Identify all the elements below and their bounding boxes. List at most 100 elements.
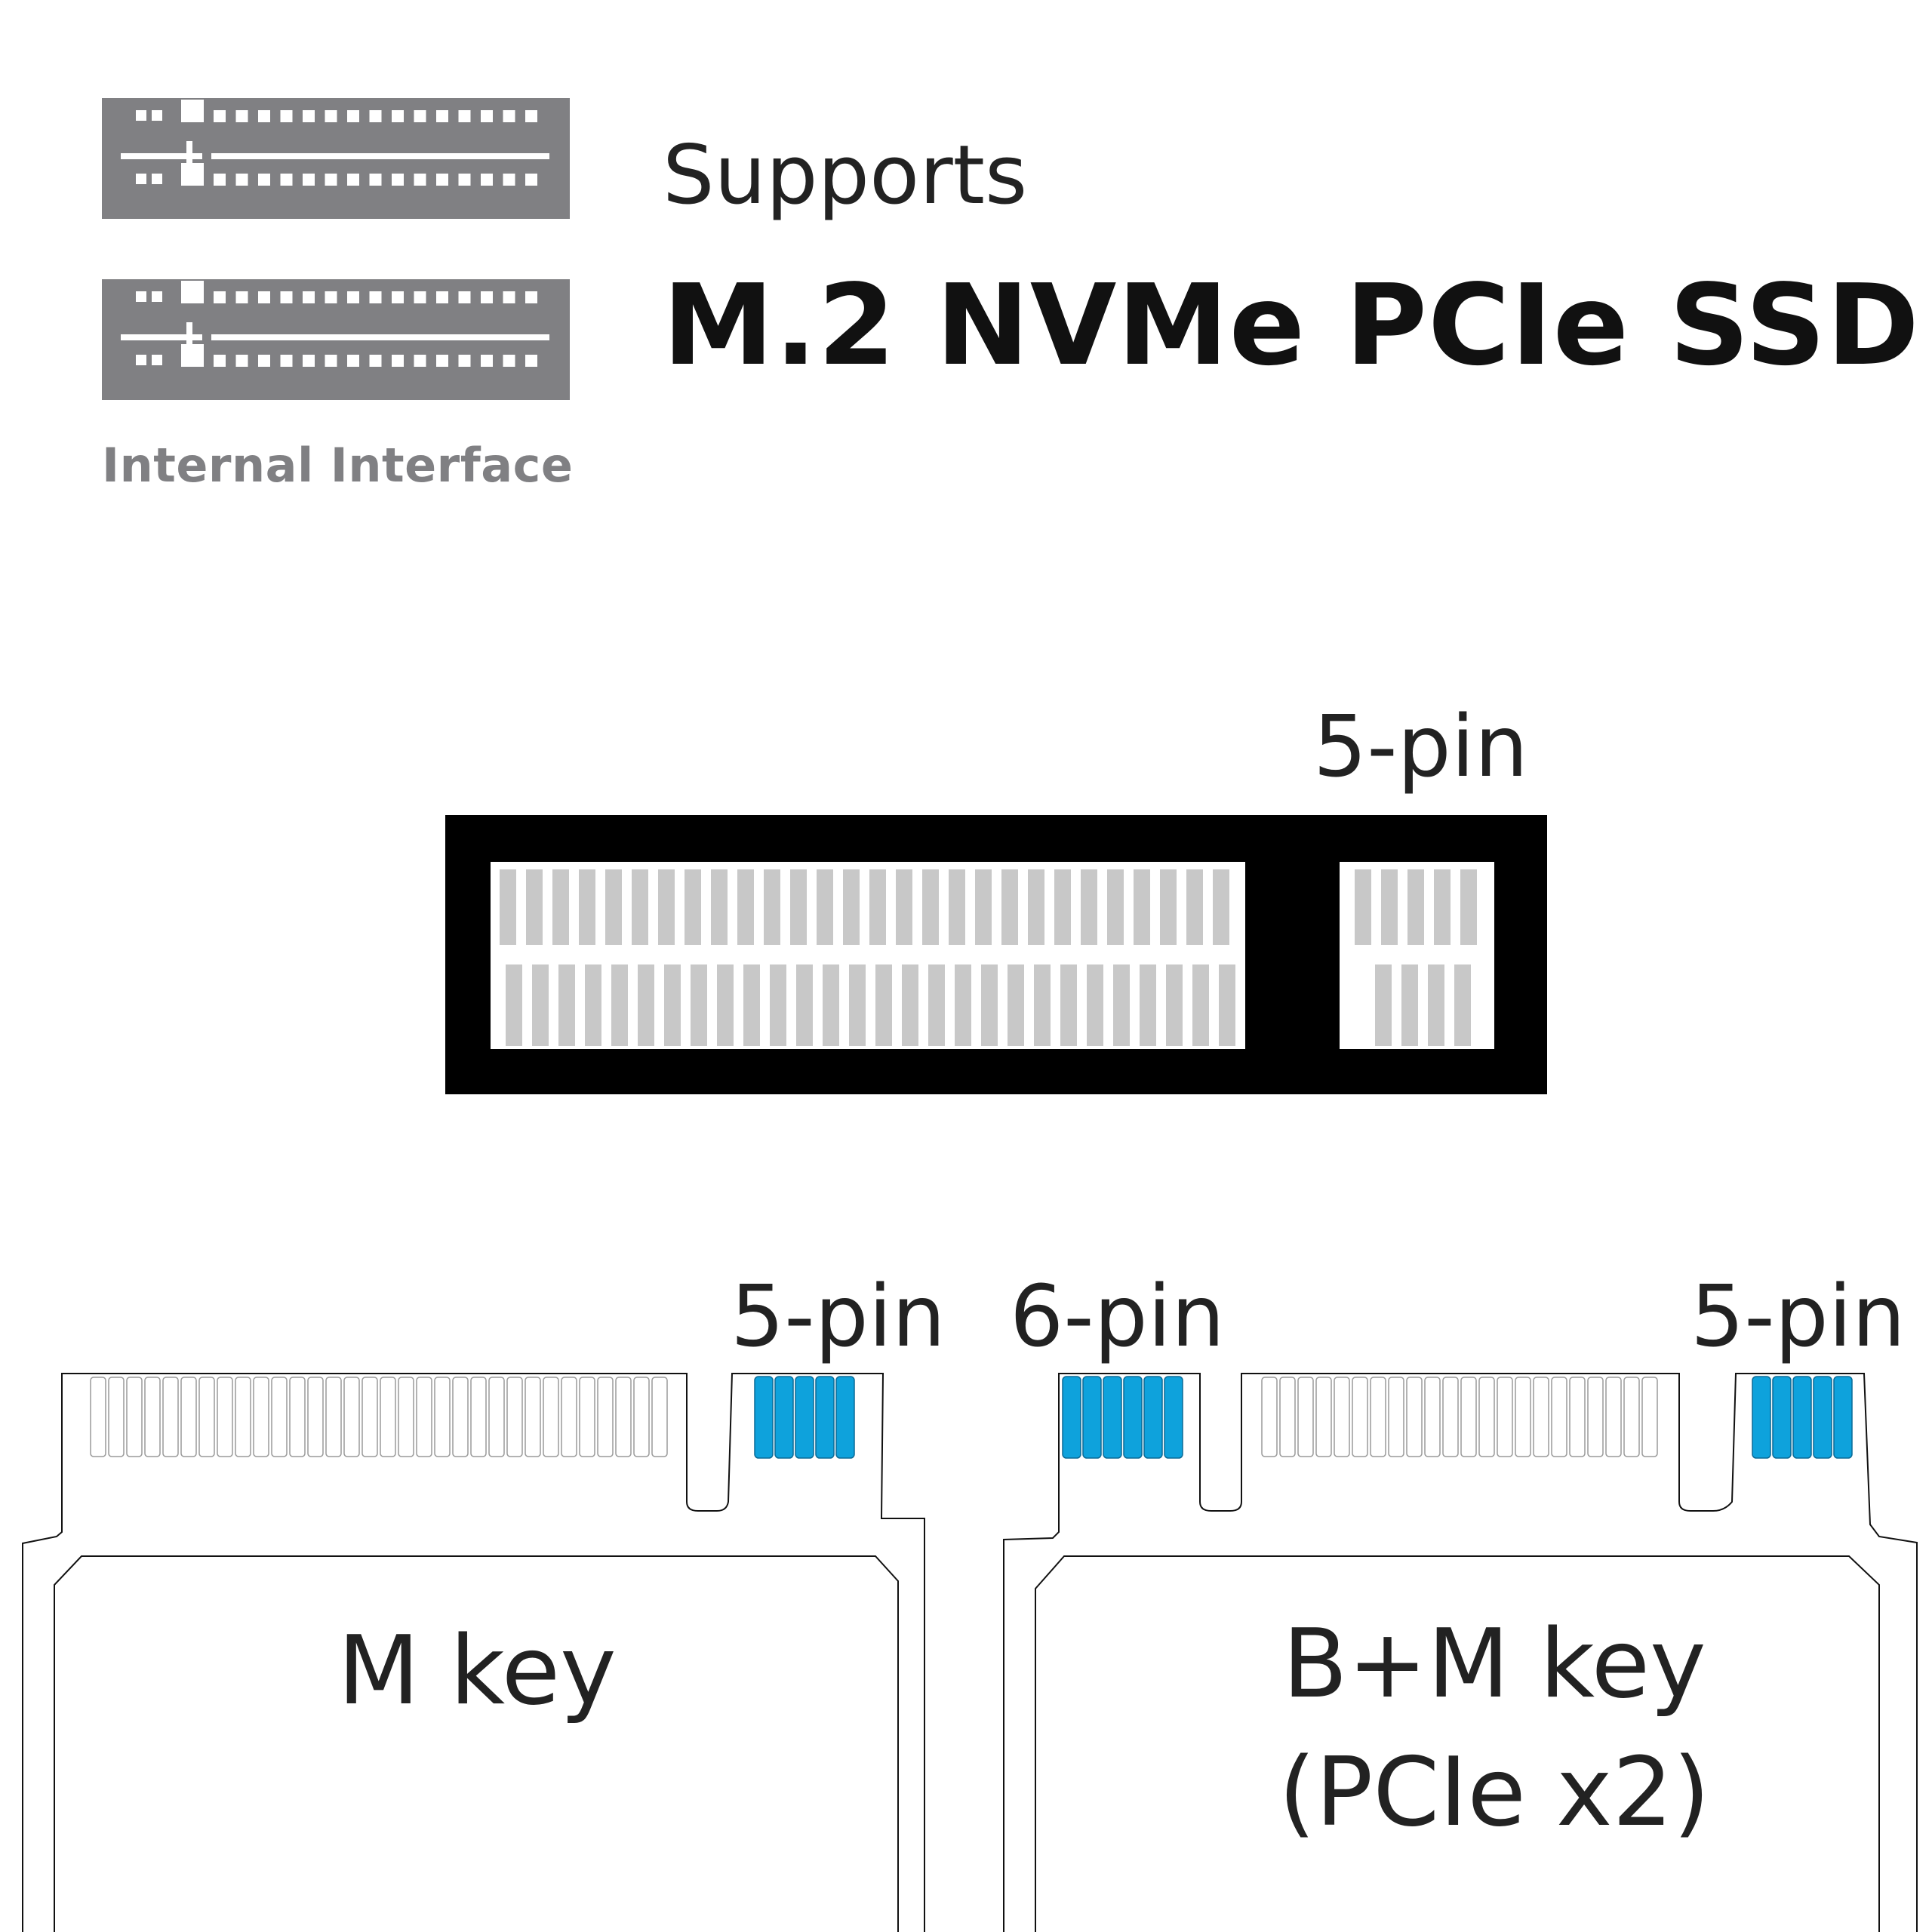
icon-pad bbox=[325, 174, 337, 186]
blue-pin bbox=[1792, 1376, 1812, 1459]
icon-pad bbox=[436, 291, 448, 303]
bmkey-contacts bbox=[1261, 1377, 1658, 1457]
card-contact bbox=[217, 1377, 233, 1457]
bmkey-card-inner-outline bbox=[1035, 1555, 1880, 1932]
icon-pad bbox=[325, 291, 337, 303]
card-contact bbox=[633, 1377, 650, 1457]
slot-side-contact bbox=[1460, 869, 1477, 945]
card-contact bbox=[289, 1377, 306, 1457]
bmkey-title-line2: (PCIe x2) bbox=[1278, 1737, 1710, 1847]
icon-pad bbox=[458, 355, 471, 367]
card-contact bbox=[506, 1377, 523, 1457]
slot-contact bbox=[1054, 869, 1071, 945]
slot-contact bbox=[532, 964, 549, 1046]
slot-contact bbox=[1028, 869, 1044, 945]
icon-pad bbox=[235, 110, 248, 122]
slot-contact bbox=[843, 869, 860, 945]
icon-pad bbox=[258, 174, 270, 186]
card-contact bbox=[1533, 1377, 1549, 1457]
bmkey-title: B+M key (PCIe x2) bbox=[1223, 1600, 1766, 1857]
icon-bar-joint bbox=[186, 159, 192, 177]
slot-contact bbox=[552, 869, 569, 945]
slot-contact bbox=[711, 869, 728, 945]
mkey-title: M key bbox=[337, 1615, 617, 1726]
icon-pad bbox=[369, 291, 382, 303]
icon-pad bbox=[436, 110, 448, 122]
icon-pad bbox=[235, 291, 248, 303]
blue-pin bbox=[1062, 1376, 1081, 1459]
icon-key-square bbox=[181, 281, 204, 303]
card-contact bbox=[543, 1377, 559, 1457]
slot-contact bbox=[790, 869, 807, 945]
icon-pad bbox=[369, 355, 382, 367]
slot-side-contact bbox=[1401, 964, 1418, 1046]
icon-pad bbox=[214, 355, 226, 367]
slot-contact bbox=[1034, 964, 1051, 1046]
card-contact bbox=[108, 1377, 125, 1457]
slot-main-window bbox=[491, 862, 1245, 1049]
card-contact bbox=[561, 1377, 577, 1457]
icon-pad bbox=[481, 355, 493, 367]
icon-pad bbox=[347, 355, 359, 367]
card-contact bbox=[380, 1377, 396, 1457]
slot-side-contact bbox=[1428, 964, 1444, 1046]
card-contact bbox=[1569, 1377, 1586, 1457]
card-contact bbox=[1261, 1377, 1278, 1457]
card-contact bbox=[90, 1377, 106, 1457]
mkey-card-outline bbox=[22, 1373, 925, 1932]
card-contact bbox=[343, 1377, 360, 1457]
icon-pad bbox=[436, 355, 448, 367]
slot-contact bbox=[902, 964, 918, 1046]
card-contact bbox=[452, 1377, 469, 1457]
slot-contact bbox=[691, 964, 707, 1046]
mkey-contacts bbox=[90, 1377, 668, 1457]
icon-pad bbox=[414, 291, 426, 303]
slot-side-contact bbox=[1355, 869, 1371, 945]
bmkey-title-line1: B+M key bbox=[1282, 1608, 1706, 1719]
icon-pad bbox=[392, 110, 404, 122]
card-contact bbox=[325, 1377, 342, 1457]
slot-contact bbox=[1081, 869, 1097, 945]
slot-contact bbox=[981, 964, 998, 1046]
icon-bar-joint bbox=[186, 322, 192, 340]
card-contact bbox=[1352, 1377, 1368, 1457]
slot-side-contact bbox=[1375, 964, 1392, 1046]
icon-bar-joint bbox=[186, 141, 192, 159]
slot-side-contacts bbox=[1355, 869, 1477, 1046]
slot-side-contact bbox=[1407, 869, 1424, 945]
card-contact bbox=[488, 1377, 505, 1457]
icon-pad bbox=[214, 174, 226, 186]
slot-contact bbox=[500, 869, 516, 945]
slot-contact bbox=[605, 869, 622, 945]
slot-contact bbox=[1160, 869, 1177, 945]
card-contact bbox=[271, 1377, 288, 1457]
blue-pin bbox=[815, 1376, 835, 1459]
slot-contact bbox=[743, 964, 760, 1046]
bmkey-blue-pins-6 bbox=[1062, 1376, 1183, 1459]
slot-contact bbox=[1001, 869, 1018, 945]
icon-pad bbox=[347, 110, 359, 122]
icon-pad bbox=[503, 174, 515, 186]
slot-side-contact bbox=[1434, 869, 1451, 945]
card-contact bbox=[162, 1377, 179, 1457]
icon-pad bbox=[280, 110, 293, 122]
slot-contact bbox=[922, 869, 939, 945]
slot-contact bbox=[975, 869, 992, 945]
card-contact bbox=[144, 1377, 161, 1457]
card-contact bbox=[1641, 1377, 1658, 1457]
slot-contact bbox=[1192, 964, 1209, 1046]
blue-pin bbox=[795, 1376, 814, 1459]
blue-pin bbox=[835, 1376, 855, 1459]
card-contact bbox=[1388, 1377, 1404, 1457]
headline: M.2 NVMe PCIe SSD bbox=[663, 260, 1921, 390]
slot-contact bbox=[526, 869, 543, 945]
card-contact bbox=[198, 1377, 215, 1457]
bmkey-blue-pins-5 bbox=[1752, 1376, 1853, 1459]
slot-contact bbox=[632, 869, 648, 945]
icon-pad bbox=[280, 174, 293, 186]
icon-bar bbox=[121, 153, 202, 159]
card-contact bbox=[253, 1377, 269, 1457]
card-contact bbox=[1605, 1377, 1622, 1457]
icon-pad bbox=[258, 355, 270, 367]
card-contact bbox=[1587, 1377, 1604, 1457]
